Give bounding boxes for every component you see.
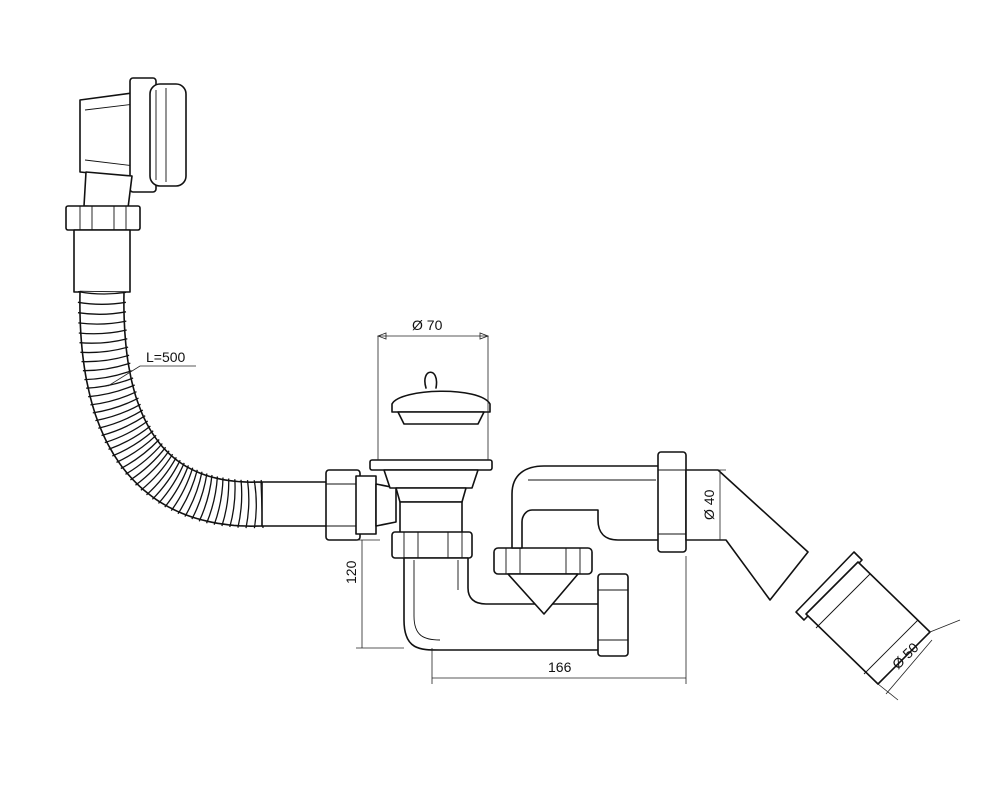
hose-rib [164, 465, 190, 508]
hose-rib [158, 462, 185, 504]
hose-rib [205, 476, 219, 524]
dimension-grate-diameter [376, 332, 490, 460]
outlet-bend [511, 465, 663, 549]
grate-diameter-label: Ø 70 [412, 317, 443, 333]
hose-rib [177, 469, 198, 515]
hose-rib [184, 471, 203, 517]
hose-rib [112, 430, 154, 457]
dimension-height [356, 539, 404, 649]
hose-rib [88, 384, 135, 398]
dimension-pipe-diameter [877, 619, 961, 701]
hose-rib [77, 290, 127, 295]
hose-rib [92, 397, 139, 414]
hose-rib [120, 439, 160, 470]
width-label: 166 [548, 659, 572, 675]
drain-nut [391, 531, 473, 559]
hose-rib [77, 301, 127, 305]
hose-rib [78, 320, 127, 325]
outlet-coupling-nut [657, 451, 687, 553]
corrugated-hose [77, 290, 265, 529]
hose-rib [146, 456, 177, 496]
hose-rib [245, 480, 250, 529]
hose-rib [237, 479, 243, 528]
overflow-pipe [73, 229, 131, 293]
hose-length-leader [107, 365, 196, 387]
hose-rib [140, 453, 174, 491]
outlet-diameter-label: Ø 40 [701, 489, 717, 520]
hose-rib [151, 459, 181, 500]
dimension-width [431, 556, 687, 684]
hose-rib [84, 370, 132, 381]
height-label: 120 [343, 560, 359, 584]
hose-rib [213, 477, 224, 525]
outlet-collar [795, 551, 863, 621]
trap-outlet-nut [597, 573, 629, 657]
angled-outlet-pipe [685, 469, 809, 601]
hose-rib [125, 443, 163, 475]
hose-rib [170, 467, 194, 511]
overflow-nut [65, 205, 141, 231]
hose-rib [221, 478, 230, 527]
hose-rib [191, 473, 208, 520]
hose-rib [81, 354, 130, 363]
trap-cleanout [493, 547, 593, 615]
hose-rib [95, 403, 141, 422]
hose-rib [79, 338, 128, 344]
hose-rib [104, 420, 149, 444]
hose-rib [135, 450, 170, 486]
hose-end-pipe [261, 481, 333, 527]
hose-rib [90, 391, 137, 406]
hose-connector-nut [325, 469, 397, 541]
overflow-head [79, 77, 187, 209]
hose-rib [82, 362, 131, 372]
drain-stopper [391, 371, 491, 425]
hose-rib [101, 415, 146, 437]
hose-rib [78, 329, 127, 335]
dimension-outlet-diameter [686, 469, 726, 541]
drain-body [399, 501, 463, 535]
drain-grate [369, 459, 493, 503]
hose-length-label: L=500 [146, 349, 186, 365]
hose-rib [80, 346, 129, 354]
hose-rib [108, 425, 151, 451]
hose-rib [198, 474, 213, 522]
hose-rib [116, 434, 157, 463]
hose-rib [253, 480, 257, 529]
hose-rib [130, 446, 167, 481]
hose-rib [98, 409, 144, 429]
hose-rib [229, 479, 236, 528]
hose-rib [77, 311, 127, 315]
reducer-50 [805, 561, 931, 685]
